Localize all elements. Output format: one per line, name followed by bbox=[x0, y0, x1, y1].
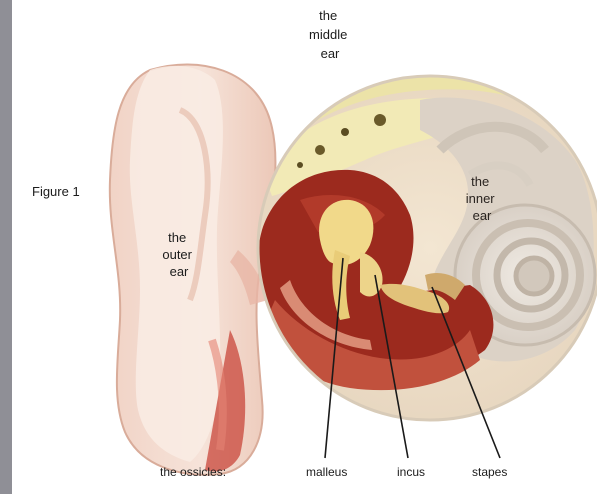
ossicles-title: the ossicles: bbox=[160, 465, 226, 479]
stapes-label: stapes bbox=[472, 465, 507, 479]
figure-label: Figure 1 bbox=[32, 184, 80, 199]
left-border-strip bbox=[0, 0, 12, 494]
outer-ear-illustration bbox=[110, 64, 276, 474]
malleus-label: malleus bbox=[306, 465, 347, 479]
incus-label: incus bbox=[397, 465, 425, 479]
